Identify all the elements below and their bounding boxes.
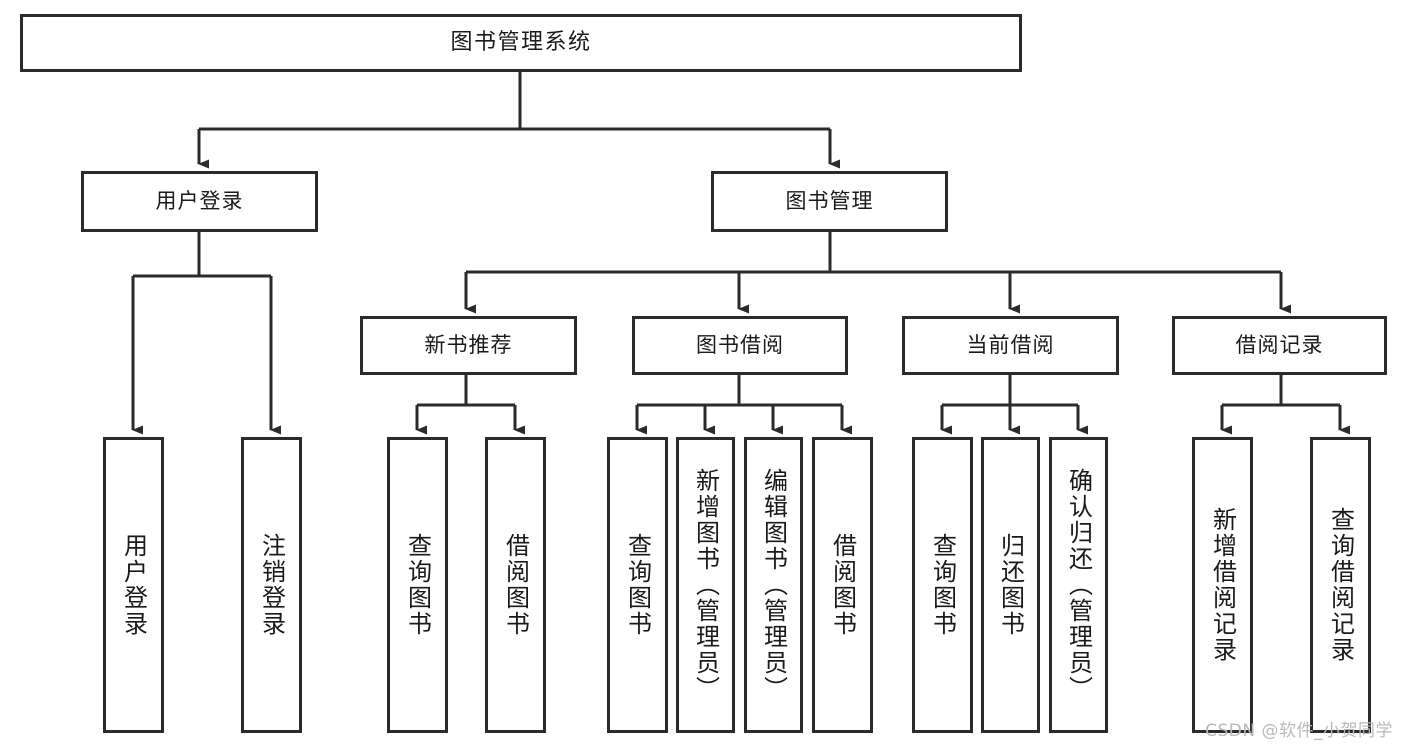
node-label: 图书管理 <box>785 188 874 213</box>
leaf-current-borrow-return-book[interactable]: 归还图书 <box>981 437 1040 733</box>
node-label: 借阅记录 <box>1235 332 1324 357</box>
node-label: 新增借阅记录 <box>1208 507 1237 663</box>
node-book-management[interactable]: 图书管理 <box>711 171 948 232</box>
leaf-book-borrow-add-book-admin[interactable]: 新增图书（管理员） <box>676 437 735 733</box>
node-new-book-recommend[interactable]: 新书推荐 <box>360 316 577 375</box>
node-label: 图书借阅 <box>696 332 784 357</box>
leaf-new-book-borrow-book[interactable]: 借阅图书 <box>485 437 546 733</box>
leaf-user-login-login[interactable]: 用户登录 <box>103 437 164 733</box>
node-borrow-record[interactable]: 借阅记录 <box>1172 316 1387 375</box>
node-label: 注销登录 <box>257 533 286 637</box>
node-label: 查询借阅记录 <box>1326 507 1355 663</box>
node-label: 查询图书 <box>403 533 432 637</box>
leaf-new-book-query-book[interactable]: 查询图书 <box>387 437 448 733</box>
watermark-text: CSDN @软件_小贺同学 <box>1205 721 1393 741</box>
leaf-book-borrow-borrow-book[interactable]: 借阅图书 <box>812 437 873 733</box>
node-user-login[interactable]: 用户登录 <box>81 171 318 232</box>
node-current-borrow[interactable]: 当前借阅 <box>902 316 1119 375</box>
leaf-user-login-logout[interactable]: 注销登录 <box>241 437 302 733</box>
node-label: 当前借阅 <box>966 332 1055 357</box>
leaf-current-borrow-query-book[interactable]: 查询图书 <box>912 437 973 733</box>
node-book-borrow[interactable]: 图书借阅 <box>632 316 848 375</box>
node-label: 借阅图书 <box>828 533 857 637</box>
node-root-book-management-system[interactable]: 图书管理系统 <box>20 14 1022 72</box>
node-label: 用户登录 <box>155 188 244 213</box>
node-label: 借阅图书 <box>501 533 530 637</box>
node-label: 编辑图书（管理员） <box>759 468 788 702</box>
node-label: 确认归还（管理员） <box>1064 468 1093 702</box>
leaf-book-borrow-query-book[interactable]: 查询图书 <box>607 437 668 733</box>
leaf-borrow-record-query-record[interactable]: 查询借阅记录 <box>1310 437 1371 733</box>
node-label: 图书管理系统 <box>450 29 592 55</box>
leaf-book-borrow-edit-book-admin[interactable]: 编辑图书（管理员） <box>744 437 803 733</box>
leaf-borrow-record-add-record[interactable]: 新增借阅记录 <box>1192 437 1253 733</box>
leaf-current-borrow-confirm-return-admin[interactable]: 确认归还（管理员） <box>1049 437 1108 733</box>
node-label: 查询图书 <box>928 533 957 637</box>
node-label: 用户登录 <box>119 533 148 637</box>
node-label: 查询图书 <box>623 533 652 637</box>
node-label: 新书推荐 <box>424 332 513 357</box>
node-label: 新增图书（管理员） <box>691 468 720 702</box>
node-label: 归还图书 <box>996 533 1025 637</box>
